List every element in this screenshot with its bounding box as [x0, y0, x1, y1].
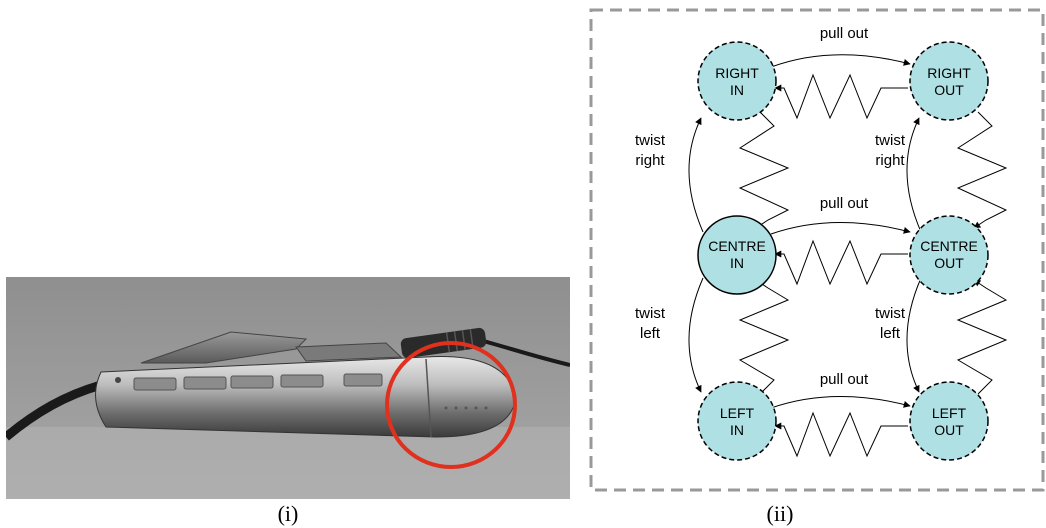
- svg-text:IN: IN: [730, 255, 744, 271]
- caption-ii: (ii): [766, 501, 794, 526]
- node-left-out: LEFT OUT: [909, 381, 989, 461]
- label-twist-right-left-2: right: [635, 152, 665, 169]
- node-centre-out: CENTRE OUT: [909, 215, 989, 295]
- label-twist-left-left: twist: [635, 305, 666, 322]
- device-photo: [3, 277, 571, 499]
- node-right-out: RIGHT OUT: [909, 41, 989, 121]
- label-pull-out-top: pull out: [820, 25, 869, 42]
- svg-text:CENTRE: CENTRE: [920, 238, 978, 254]
- label-twist-left-right-2: left: [880, 325, 901, 342]
- svg-text:IN: IN: [730, 82, 744, 98]
- label-pull-out-bottom: pull out: [820, 371, 869, 388]
- svg-text:IN: IN: [730, 422, 744, 438]
- label-twist-left-left-2: left: [640, 325, 661, 342]
- node-centre-in: CENTRE IN: [697, 215, 777, 295]
- label-twist-left-right: twist: [875, 305, 906, 322]
- caption-i: (i): [277, 501, 299, 526]
- label-twist-right-right-2: right: [875, 152, 905, 169]
- svg-text:LEFT: LEFT: [932, 405, 967, 421]
- svg-text:OUT: OUT: [934, 82, 964, 98]
- label-twist-right-left: twist: [635, 132, 666, 149]
- svg-text:RIGHT: RIGHT: [715, 65, 759, 81]
- svg-text:CENTRE: CENTRE: [708, 238, 766, 254]
- node-right-in: RIGHT IN: [697, 41, 777, 121]
- state-diagram: RIGHT IN RIGHT OUT CENTRE IN CENTRE OUT …: [588, 0, 1046, 505]
- diagram-border: [589, 8, 1045, 492]
- svg-text:OUT: OUT: [934, 422, 964, 438]
- svg-text:RIGHT: RIGHT: [927, 65, 971, 81]
- node-left-in: LEFT IN: [697, 381, 777, 461]
- svg-text:OUT: OUT: [934, 255, 964, 271]
- highlight-circle: [385, 341, 517, 469]
- svg-text:LEFT: LEFT: [720, 405, 755, 421]
- label-twist-right-right: twist: [875, 132, 906, 149]
- label-pull-out-middle: pull out: [820, 195, 869, 212]
